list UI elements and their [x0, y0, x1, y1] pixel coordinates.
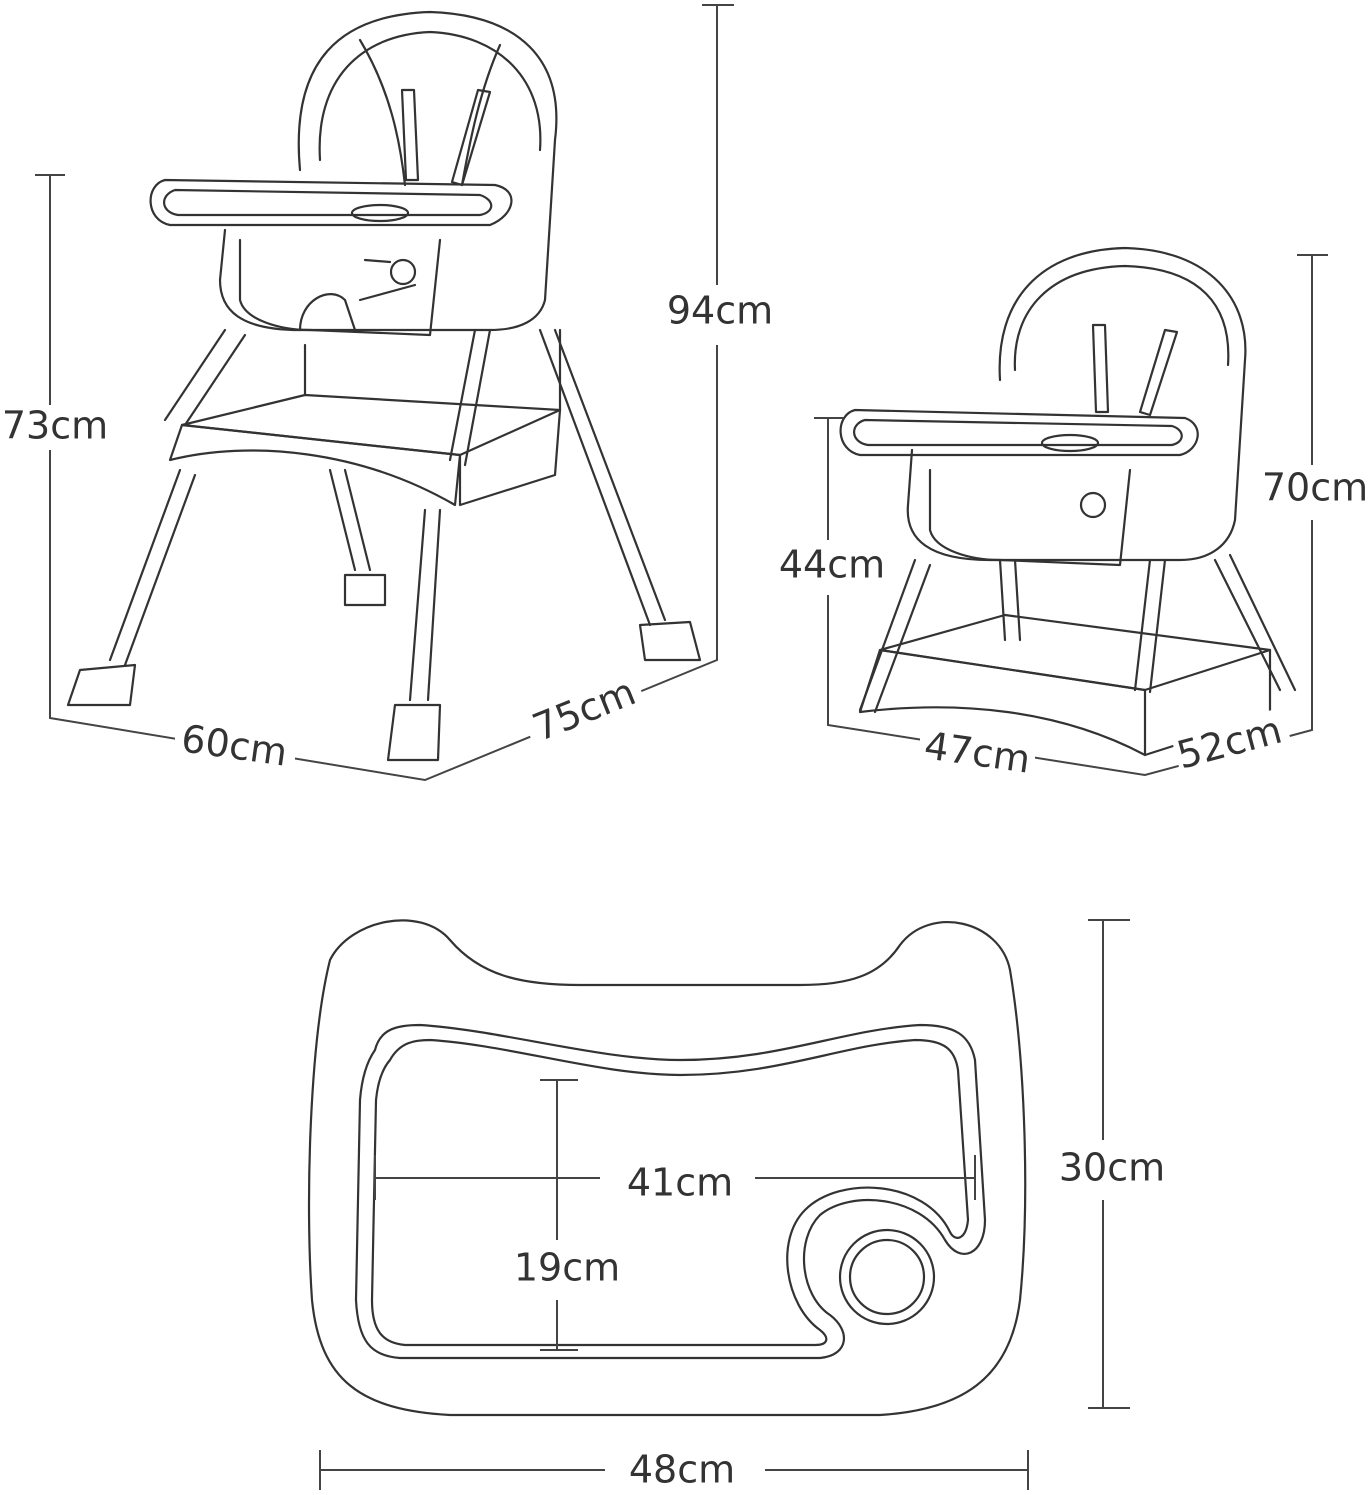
high-chair-illustration [66, 10, 702, 762]
tray-width-label: 48cm [629, 1448, 735, 1492]
tray-illustration [307, 919, 1027, 1417]
tray-inner-width-label: 41cm [627, 1161, 733, 1205]
low-chair-illustration [839, 246, 1297, 757]
high-chair-height-tray-label: 73cm [2, 404, 108, 448]
high-chair-height-total-label: 94cm [667, 289, 773, 333]
high-chair-dimensions: 94cm 73cm 60cm 75cm [2, 4, 773, 782]
low-chair-height-total-label: 70cm [1262, 466, 1368, 510]
low-chair-height-tray-label: 44cm [779, 543, 885, 587]
tray-dimensions: 30cm 48cm 41cm 19cm [319, 919, 1165, 1492]
tray-inner-depth-label: 19cm [514, 1246, 620, 1290]
tray-height-label: 30cm [1059, 1146, 1165, 1190]
high-chair-depth-label: 75cm [527, 669, 642, 750]
low-chair-dimensions: 70cm 44cm 47cm 52cm [779, 254, 1368, 782]
